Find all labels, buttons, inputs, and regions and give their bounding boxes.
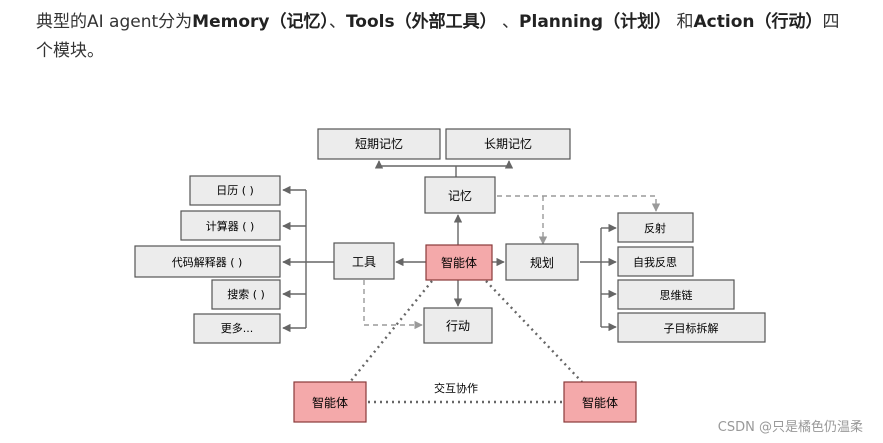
- node-action: 行动: [423, 307, 493, 344]
- node-plan-cot: 思维链: [617, 279, 735, 310]
- intro-text-2: 、: [328, 12, 346, 32]
- intro-text-4: 和: [671, 12, 694, 32]
- node-plan-self-critique: 自我反思: [617, 246, 694, 277]
- interaction-label: 交互协作: [434, 381, 478, 395]
- tool-search-label: 搜索 ( ): [227, 287, 265, 301]
- node-tool-search: 搜索 ( ): [211, 279, 281, 310]
- dotted-center-to-right: [485, 280, 583, 383]
- tool-interpreter-label: 代码解释器 ( ): [172, 255, 243, 269]
- tool-calendar-label: 日历 ( ): [216, 184, 254, 197]
- intro-memory: Memory（记忆）: [192, 12, 329, 32]
- short-memory-label: 短期记忆: [355, 137, 403, 151]
- tool-more-label: 更多...: [221, 321, 254, 335]
- action-label: 行动: [446, 319, 470, 333]
- plan-cot-label: 思维链: [660, 288, 693, 302]
- intro-text-3: 、: [496, 12, 520, 32]
- node-plan-subgoal: 子目标拆解: [617, 312, 766, 343]
- planning-label: 规划: [530, 255, 554, 270]
- node-tools: 工具: [333, 242, 395, 280]
- node-plan-reflection: 反射: [617, 212, 694, 243]
- intro-tools: Tools（外部工具）: [345, 12, 497, 32]
- agent-right-label: 智能体: [582, 395, 618, 410]
- intro-planning: Planning（计划）: [519, 12, 672, 32]
- plan-subgoal-label: 子目标拆解: [664, 321, 719, 335]
- plan-reflection-label: 反射: [644, 221, 666, 235]
- node-tool-calculator: 计算器 ( ): [180, 210, 281, 241]
- intro-text-5: 四个模块。: [36, 12, 840, 61]
- tool-calculator-label: 计算器 ( ): [206, 219, 255, 233]
- intro-paragraph: 典型的AI agent分为Memory（记忆）、Tools（外部工具） 、Pla…: [36, 8, 856, 66]
- node-short-memory: 短期记忆: [317, 128, 441, 160]
- node-memory: 记忆: [424, 176, 496, 214]
- dashed-connectors: [363, 195, 661, 330]
- node-long-memory: 长期记忆: [445, 128, 571, 160]
- long-memory-label: 长期记忆: [484, 137, 532, 151]
- plan-self-critique-label: 自我反思: [633, 256, 677, 269]
- node-planning: 规划: [505, 243, 579, 281]
- interaction-lines: [349, 280, 583, 404]
- node-agent-right: 智能体: [563, 381, 637, 423]
- node-tool-calendar: 日历 ( ): [189, 175, 281, 206]
- agent-center-label: 智能体: [441, 255, 477, 270]
- node-tool-more: 更多...: [193, 313, 281, 344]
- connectors: [282, 160, 617, 333]
- node-agent-left: 智能体: [293, 381, 367, 423]
- agent-left-label: 智能体: [312, 395, 348, 410]
- dashed-memory-to-reflection: [497, 195, 661, 212]
- node-tool-interpreter: 代码解释器 ( ): [134, 245, 281, 278]
- watermark: CSDN @只是橘色仍温柔: [717, 420, 863, 435]
- memory-label: 记忆: [448, 189, 472, 203]
- dotted-center-to-left: [349, 280, 433, 383]
- node-agent-center: 智能体: [425, 244, 493, 281]
- intro-text-1: 典型的AI agent分为: [36, 12, 193, 32]
- intro-action: Action（行动）: [693, 12, 823, 32]
- dashed-tools-to-action: [363, 280, 423, 330]
- tools-label: 工具: [352, 255, 376, 269]
